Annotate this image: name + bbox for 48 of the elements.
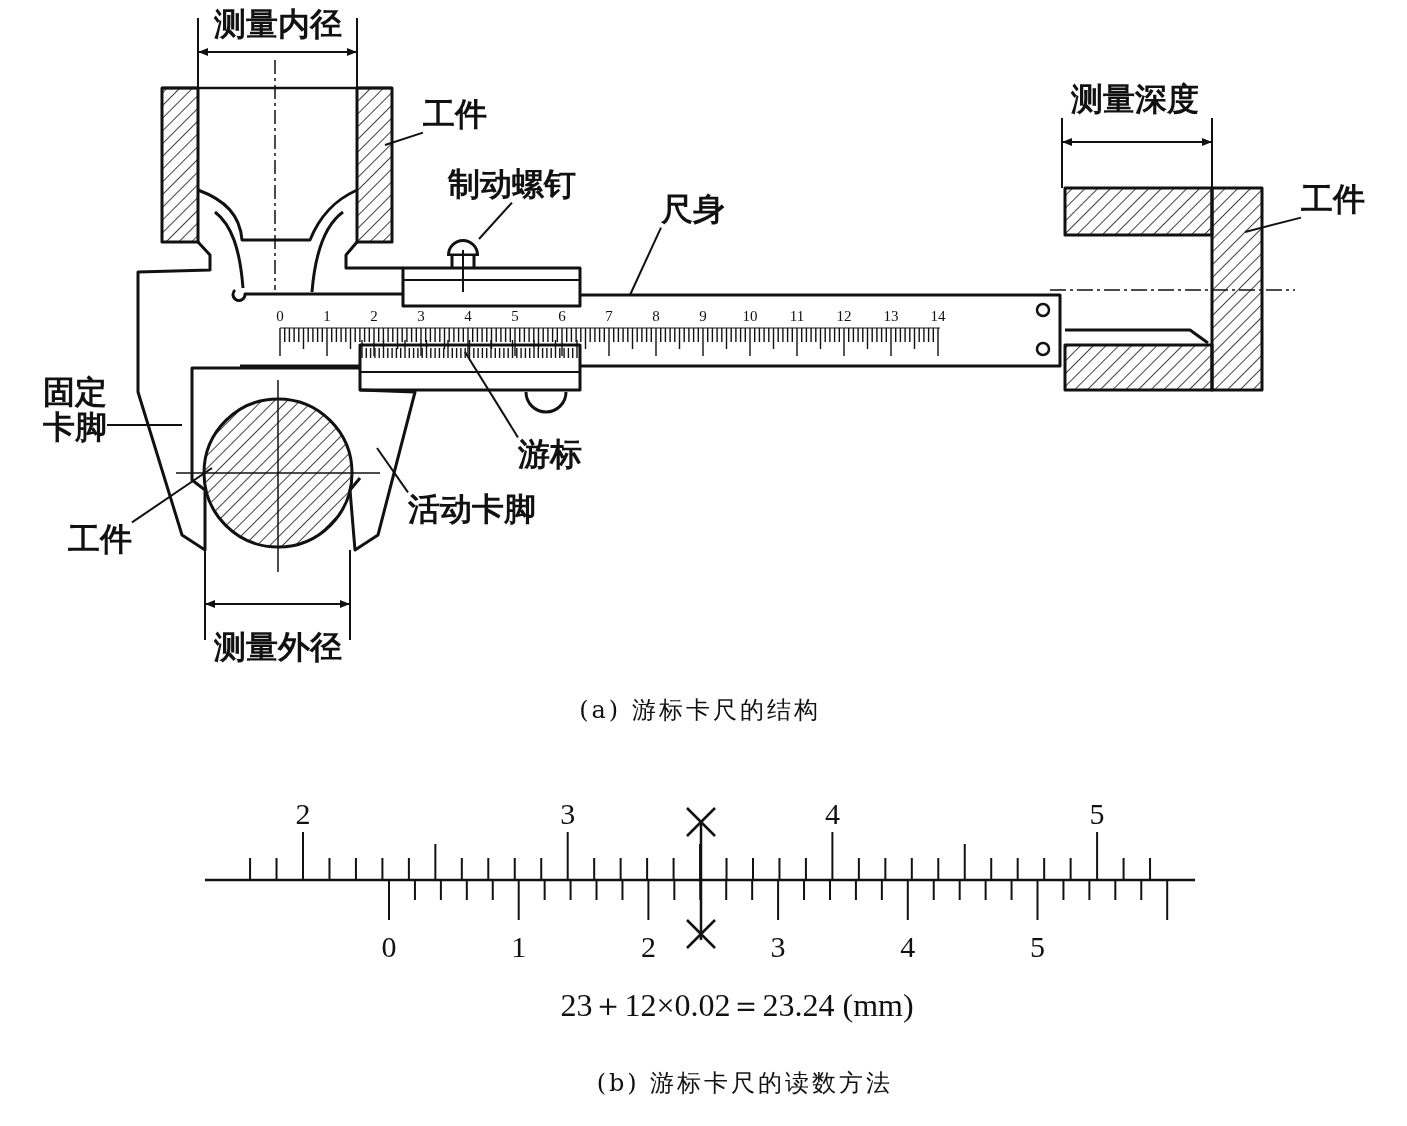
part-label: 制动螺钉	[448, 167, 576, 203]
scale-number: 4	[900, 929, 916, 963]
leader-line	[106, 424, 183, 426]
scale-number: 3	[417, 307, 425, 325]
leader-line	[376, 447, 409, 494]
part-label: 工件	[423, 97, 487, 133]
scale-number: 14	[930, 307, 946, 325]
scale-number: 2	[370, 307, 378, 325]
scale-number: 13	[883, 307, 899, 325]
dimension-label: 测量外径	[214, 630, 342, 666]
part-label: 活动卡脚	[408, 492, 536, 528]
dimension-label: 测量内径	[214, 7, 342, 43]
scale-number: 5	[1089, 796, 1105, 830]
scale-number: 9	[699, 307, 707, 325]
leader-line	[478, 201, 513, 240]
leader-line	[629, 226, 662, 296]
leader-line	[131, 467, 213, 524]
dimension-label: 测量深度	[1071, 82, 1199, 118]
scale-number: 3	[560, 796, 576, 830]
formula-text: 23＋12×0.02＝23.24 (mm)	[560, 988, 914, 1024]
leader-line	[1244, 216, 1302, 233]
screw-head-drawing	[447, 239, 479, 256]
scale-number: 4	[464, 307, 472, 325]
part-label: 游标	[518, 437, 582, 473]
scale-number: 10	[742, 307, 758, 325]
part-label: 工件	[1301, 182, 1365, 218]
scale-number: 0	[276, 307, 284, 325]
figure-caption: (a) 游标卡尺的结构	[579, 696, 821, 724]
scale-number: 4	[824, 796, 840, 830]
scale-number: 6	[558, 307, 566, 325]
part-label: 固定卡脚	[43, 374, 107, 446]
scale-number: 12	[836, 307, 852, 325]
part-label: 尺身	[661, 192, 725, 228]
scale-number: 11	[789, 307, 805, 325]
part-label: 工件	[68, 522, 132, 558]
leader-line	[384, 131, 424, 146]
scale-number: 0	[381, 929, 397, 963]
scale-number: 8	[652, 307, 660, 325]
scale-number: 7	[605, 307, 613, 325]
leader-line	[464, 351, 519, 439]
scale-number: 2	[640, 929, 656, 963]
scale-number: 5	[511, 307, 519, 325]
scale-number: 2	[295, 796, 311, 830]
figure-caption: (b) 游标卡尺的读数方法	[596, 1069, 894, 1097]
scale-number: 5	[1030, 929, 1045, 963]
scale-number: 1	[511, 929, 527, 963]
scale-number: 3	[770, 929, 786, 963]
scale-number: 1	[323, 307, 331, 325]
